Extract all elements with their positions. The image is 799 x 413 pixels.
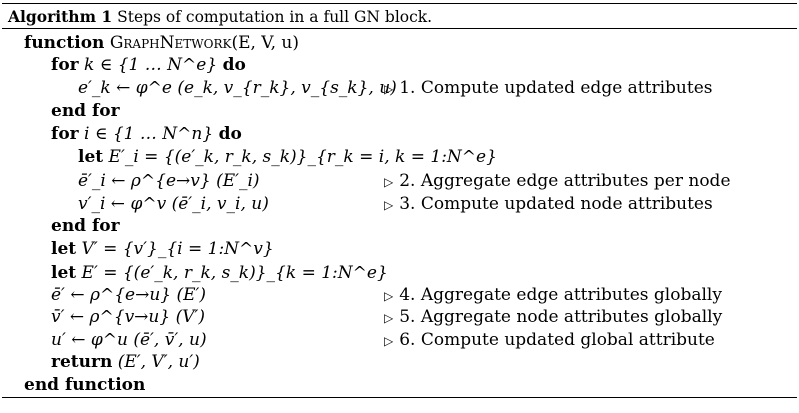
line-let-V: let V′ = {v′}_{i = 1:N^v} [51, 239, 274, 259]
line-return: return (E′, V′, u′) [51, 352, 200, 372]
top-rule [2, 3, 797, 4]
comment-5: ▷5. Aggregate node attributes globally [384, 307, 723, 327]
caption-label: Algorithm 1 [8, 7, 113, 26]
comment-1: ▷1. Compute updated edge attributes [384, 78, 713, 98]
line-let-E: let E′ = {(e′_k, r_k, s_k)}_{k = 1:N^e} [51, 263, 388, 283]
caption-text: Steps of computation in a full GN block. [117, 8, 433, 26]
caption-rule [2, 28, 797, 29]
line-agg-edges-node: ē′_i ← ρ^{e→v} (E′_i) [78, 171, 260, 191]
line-node-update: v′_i ← φ^v (ē′_i, v_i, u) [78, 194, 269, 214]
line-end-for-1: end for [51, 101, 120, 121]
triangle-icon: ▷ [384, 82, 394, 96]
comment-2: ▷2. Aggregate edge attributes per node [384, 171, 731, 191]
bottom-rule [2, 397, 797, 398]
triangle-icon: ▷ [384, 198, 394, 212]
line-agg-nodes-global: v̄′ ← ρ^{v→u} (V′) [51, 307, 205, 327]
line-edge-update: e′_k ← φ^e (e_k, v_{r_k}, v_{s_k}, u) [78, 78, 397, 98]
line-global-update: u′ ← φ^u (ē′, v̄′, u) [51, 330, 207, 350]
triangle-icon: ▷ [384, 175, 394, 189]
triangle-icon: ▷ [384, 289, 394, 303]
line-let-Ei: let E′_i = {(e′_k, r_k, s_k)}_{r_k = i, … [78, 147, 497, 167]
line-end-for-2: end for [51, 216, 120, 236]
line-end-function: end function [24, 375, 146, 395]
function-name: GraphNetwork [109, 33, 232, 53]
triangle-icon: ▷ [384, 334, 394, 348]
line-for-k: for k ∈ {1 … N^e} do [51, 55, 246, 75]
comment-4: ▷4. Aggregate edge attributes globally [384, 285, 722, 305]
line-for-i: for i ∈ {1 … N^n} do [51, 124, 242, 144]
line-function: function GraphNetwork(E, V, u) [24, 33, 299, 53]
line-agg-edges-global: ē′ ← ρ^{e→u} (E′) [51, 285, 207, 305]
triangle-icon: ▷ [384, 311, 394, 325]
algorithm-caption: Algorithm 1 Steps of computation in a fu… [8, 7, 432, 26]
comment-3: ▷3. Compute updated node attributes [384, 194, 713, 214]
comment-6: ▷6. Compute updated global attribute [384, 330, 715, 350]
function-args: (E, V, u) [231, 33, 299, 53]
